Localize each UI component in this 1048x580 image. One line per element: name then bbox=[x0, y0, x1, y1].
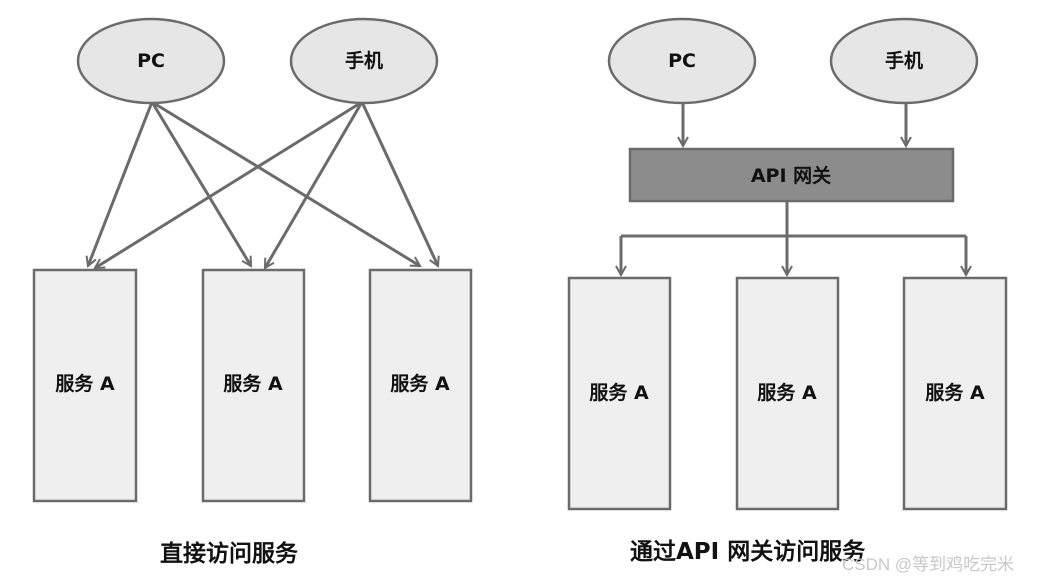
client-label: PC bbox=[137, 50, 165, 72]
client-ellipse bbox=[607, 17, 757, 105]
gateway-box bbox=[628, 147, 955, 203]
service-label: 服务 A bbox=[390, 372, 450, 395]
client-ellipse bbox=[289, 17, 439, 105]
client-ellipse bbox=[829, 17, 979, 105]
left-client-pc: PC bbox=[76, 17, 226, 105]
client-ellipse bbox=[76, 17, 226, 105]
client-label: 手机 bbox=[885, 49, 923, 72]
edge-phone-to-service-1 bbox=[95, 100, 363, 270]
api-gateway: API 网关 bbox=[628, 147, 955, 203]
service-label: 服务 A bbox=[589, 381, 649, 404]
client-label: 手机 bbox=[345, 49, 383, 72]
edge-phone-to-service-2 bbox=[263, 101, 364, 268]
edge-phone-to-service-3 bbox=[360, 101, 438, 266]
right-diagram-caption: 通过API 网关访问服务 bbox=[630, 539, 866, 565]
right-service-3: 服务 A bbox=[902, 276, 1008, 511]
edge-pc-to-service-2 bbox=[150, 101, 253, 266]
left-client-phone: 手机 bbox=[289, 17, 439, 105]
service-box bbox=[32, 268, 138, 503]
watermark: CSDN @等到鸡吃完米 bbox=[842, 555, 1015, 574]
left-service-2: 服务 A bbox=[201, 268, 306, 503]
service-label: 服务 A bbox=[55, 372, 115, 395]
service-label: 服务 A bbox=[925, 381, 985, 404]
service-box bbox=[368, 268, 473, 503]
client-label: PC bbox=[668, 50, 696, 72]
left-diagram-caption: 直接访问服务 bbox=[160, 541, 298, 567]
right-client-phone: 手机 bbox=[829, 17, 979, 105]
left-service-3: 服务 A bbox=[368, 268, 473, 503]
left-connections bbox=[88, 100, 438, 270]
service-box bbox=[567, 276, 672, 511]
right-client-pc: PC bbox=[607, 17, 757, 105]
service-label: 服务 A bbox=[757, 381, 817, 404]
service-box bbox=[735, 276, 840, 511]
right-connections bbox=[621, 104, 966, 275]
right-service-1: 服务 A bbox=[567, 276, 672, 511]
service-box bbox=[201, 268, 306, 503]
service-box bbox=[902, 276, 1008, 511]
left-service-1: 服务 A bbox=[32, 268, 138, 503]
service-label: 服务 A bbox=[223, 372, 283, 395]
edge-pc-to-service-3 bbox=[151, 100, 420, 268]
right-service-2: 服务 A bbox=[735, 276, 840, 511]
gateway-label: API 网关 bbox=[751, 164, 831, 187]
edge-pc-to-service-1 bbox=[88, 101, 154, 266]
